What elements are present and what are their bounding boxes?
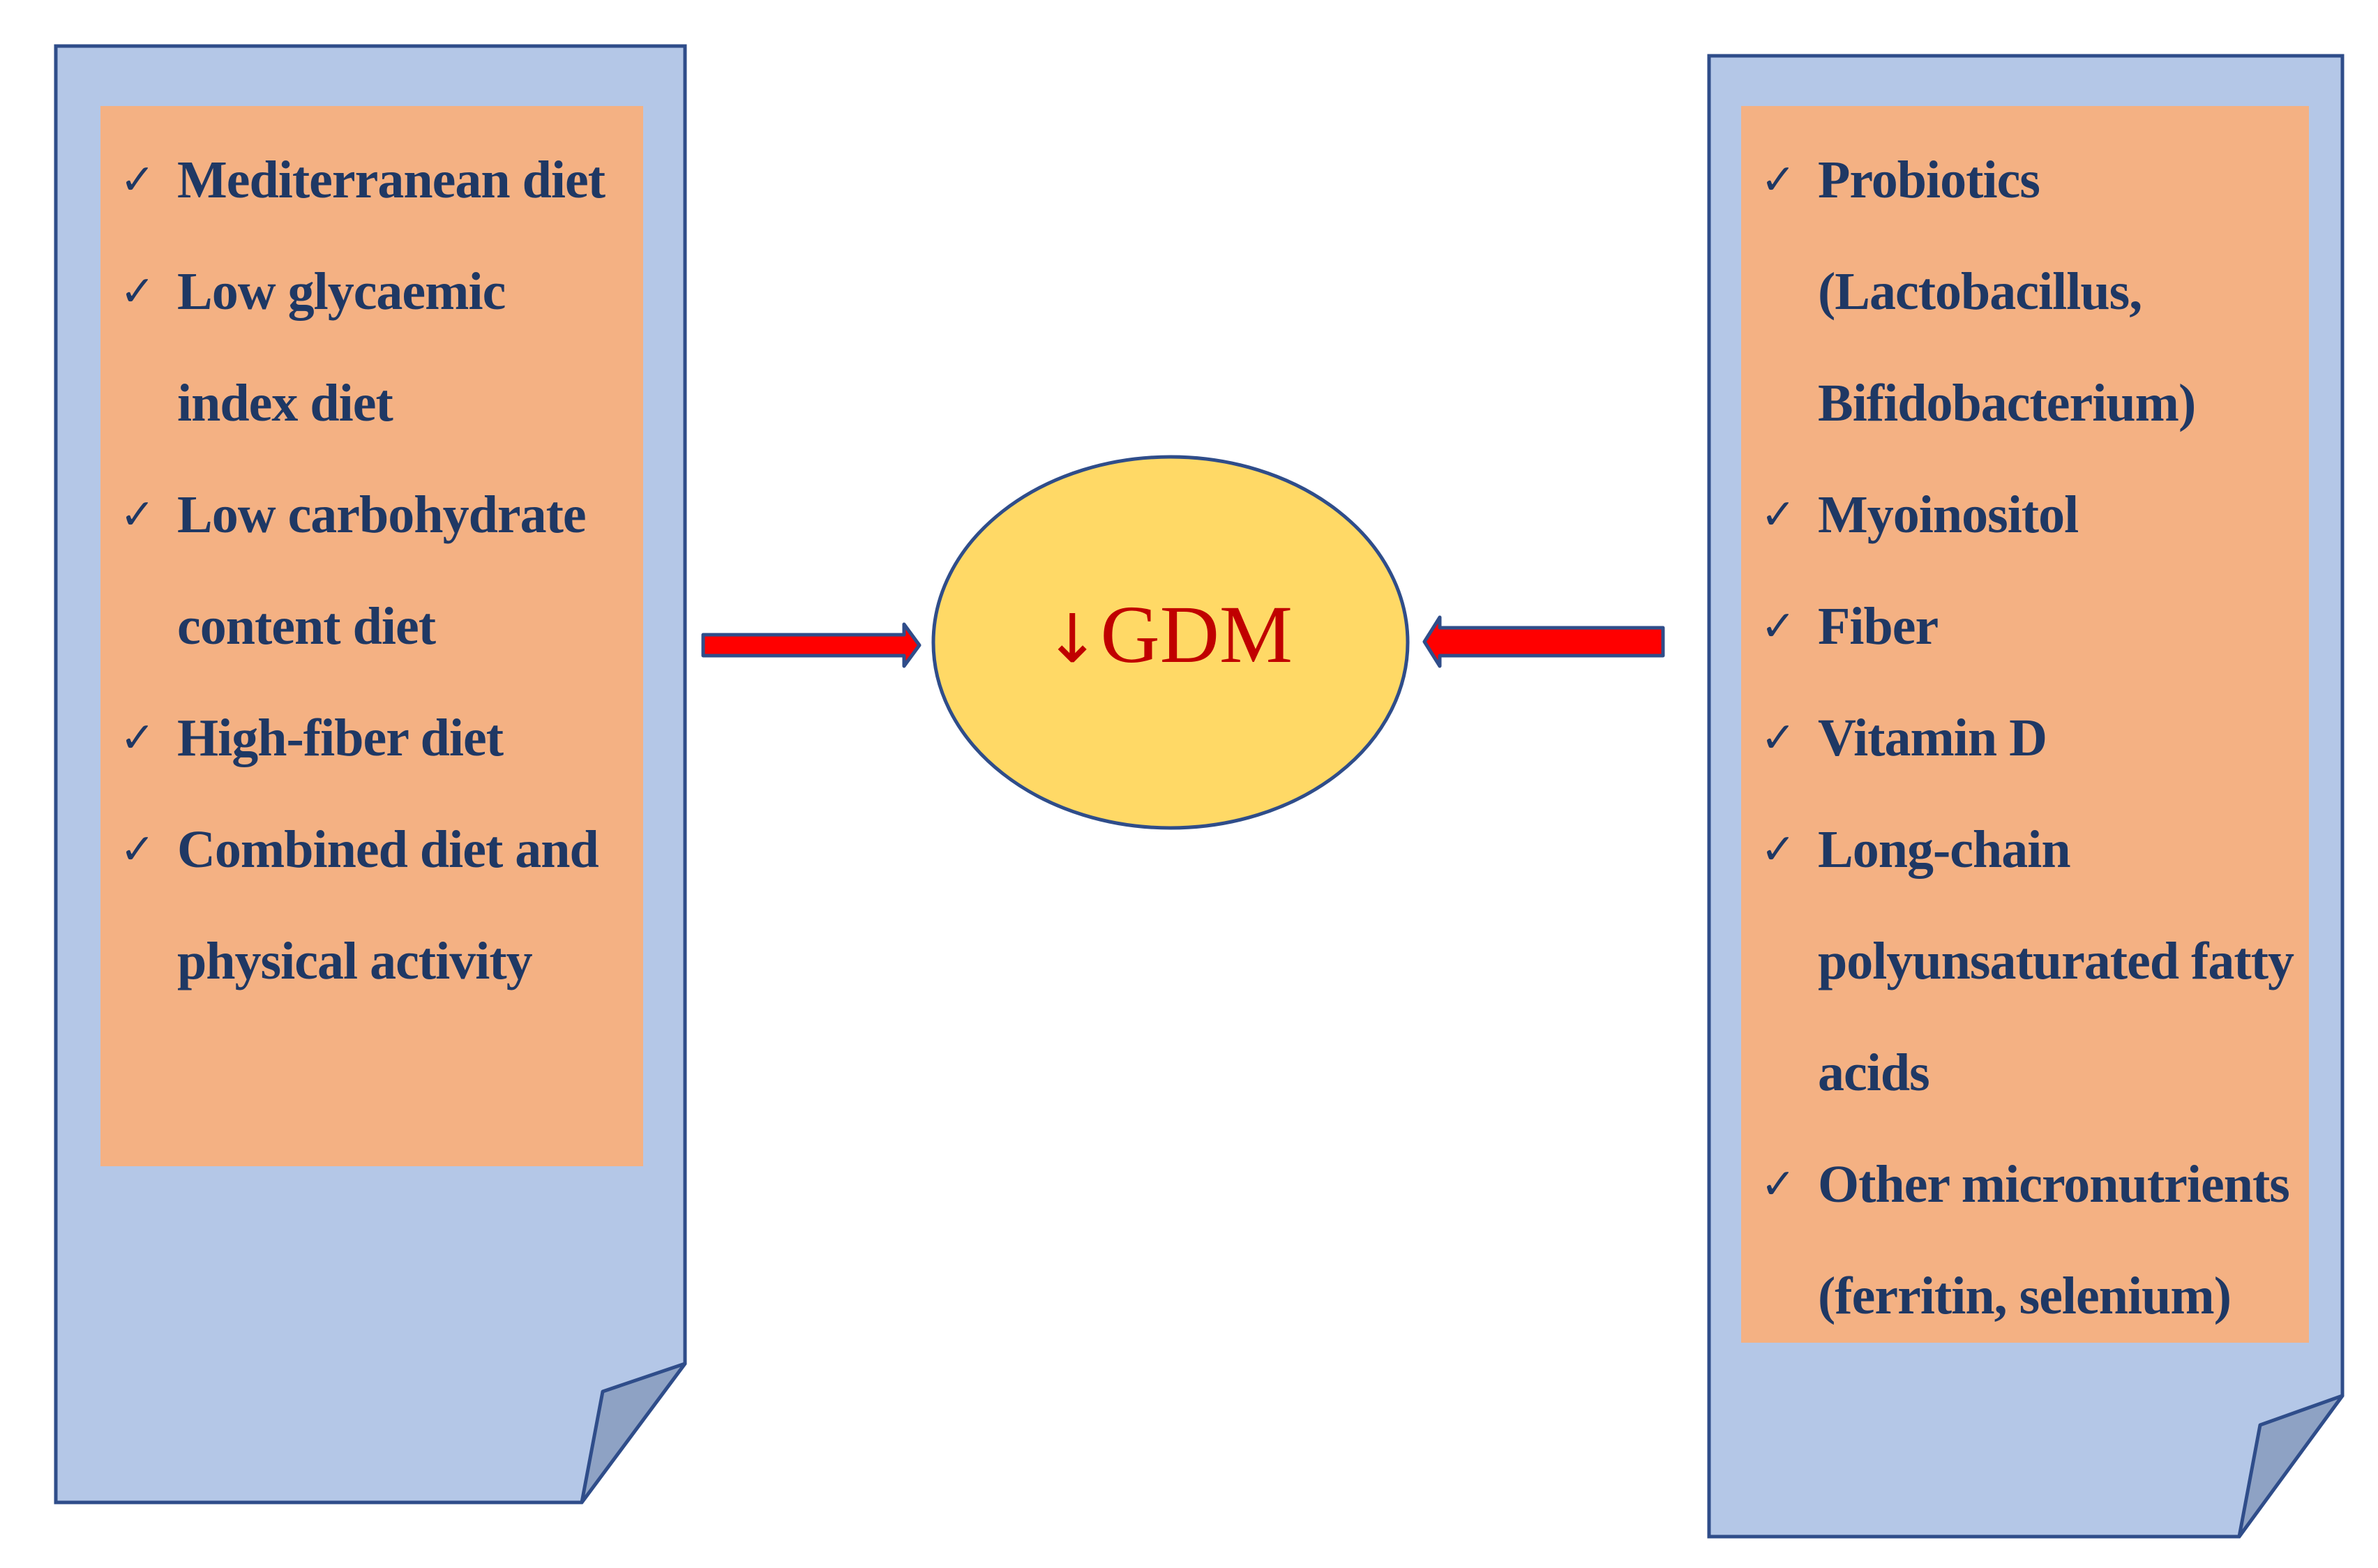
left-item-text: content diet	[177, 597, 436, 656]
right-list-item: ✓ Other micronutrients (ferritin, selenium…	[1761, 1129, 2305, 1352]
left-item-text: physical activity	[177, 932, 533, 990]
left-item-text: Low carbohydrate	[177, 485, 587, 544]
right-item-text: Long-chain	[1818, 820, 2071, 879]
gdm-text: GDM	[1100, 589, 1293, 680]
left-arrow	[701, 622, 921, 668]
check-icon: ✓	[1761, 490, 1796, 539]
right-item-text: Fiber	[1818, 597, 1939, 656]
right-panel-content-box	[1741, 106, 2309, 1343]
check-icon: ✓	[1761, 156, 1796, 204]
right-item-text: Other micronutrients	[1818, 1155, 2290, 1214]
left-list-item: ✓ Mediterranean diet	[120, 124, 636, 236]
right-item-text: Vitamin D	[1818, 709, 2047, 767]
check-icon: ✓	[1761, 714, 1796, 762]
gdm-label: ↓GDM	[931, 589, 1406, 684]
left-panel-fold	[580, 1362, 687, 1505]
check-icon: ✓	[120, 267, 155, 316]
left-list-item: ✓ Low glycaemic index diet	[120, 236, 636, 459]
right-list-item: ✓ Long-chain polyunsaturated fatty acids	[1761, 794, 2305, 1129]
right-item-text: Myoinositol	[1818, 485, 2079, 544]
check-icon: ✓	[1761, 602, 1796, 651]
check-icon: ✓	[120, 714, 155, 762]
right-item-text: Bifidobacterium)	[1818, 374, 2196, 432]
right-panel-fold	[2237, 1394, 2345, 1539]
right-intervention-list: ✓ Probiotics (Lactobacillus, Bifidobacteriu…	[1761, 124, 2305, 1352]
left-list-item: ✓ Low carbohydrate content diet	[120, 459, 636, 682]
left-item-text: index diet	[177, 374, 393, 432]
left-document-panel	[54, 44, 687, 1505]
down-arrow-icon: ↓	[1044, 600, 1101, 678]
left-intervention-list: ✓ Mediterranean diet ✓ Low glycaemic index d…	[120, 124, 636, 1017]
check-icon: ✓	[120, 825, 155, 874]
right-item-text: Probiotics	[1818, 151, 2040, 209]
left-item-text: High-fiber diet	[177, 709, 504, 767]
right-list-item: ✓ Vitamin D	[1761, 682, 2305, 794]
left-list-item: ✓ High-fiber diet	[120, 682, 636, 794]
check-icon: ✓	[1761, 825, 1796, 874]
right-item-text: (ferritin, selenium)	[1818, 1267, 2232, 1325]
right-list-item: ✓ Fiber	[1761, 571, 2305, 682]
check-icon: ✓	[120, 490, 155, 539]
left-item-text: Combined diet and	[177, 820, 599, 879]
gdm-ellipse	[931, 455, 1410, 830]
right-arrow	[1422, 615, 1665, 668]
check-icon: ✓	[1761, 1160, 1796, 1209]
left-panel-content-box	[100, 106, 643, 1166]
right-list-item: ✓ Myoinositol	[1761, 459, 2305, 571]
right-item-text: acids	[1818, 1043, 1930, 1102]
left-item-text: Low glycaemic	[177, 262, 506, 321]
check-icon: ✓	[120, 156, 155, 204]
right-item-text: polyunsaturated fatty	[1818, 932, 2294, 990]
right-document-panel	[1707, 54, 2345, 1539]
left-list-item: ✓ Combined diet and physical activity	[120, 794, 636, 1017]
right-item-text: (Lactobacillus,	[1818, 262, 2142, 321]
left-item-text: Mediterranean diet	[177, 151, 605, 209]
right-list-item: ✓ Probiotics (Lactobacillus, Bifidobacteriu…	[1761, 124, 2305, 459]
